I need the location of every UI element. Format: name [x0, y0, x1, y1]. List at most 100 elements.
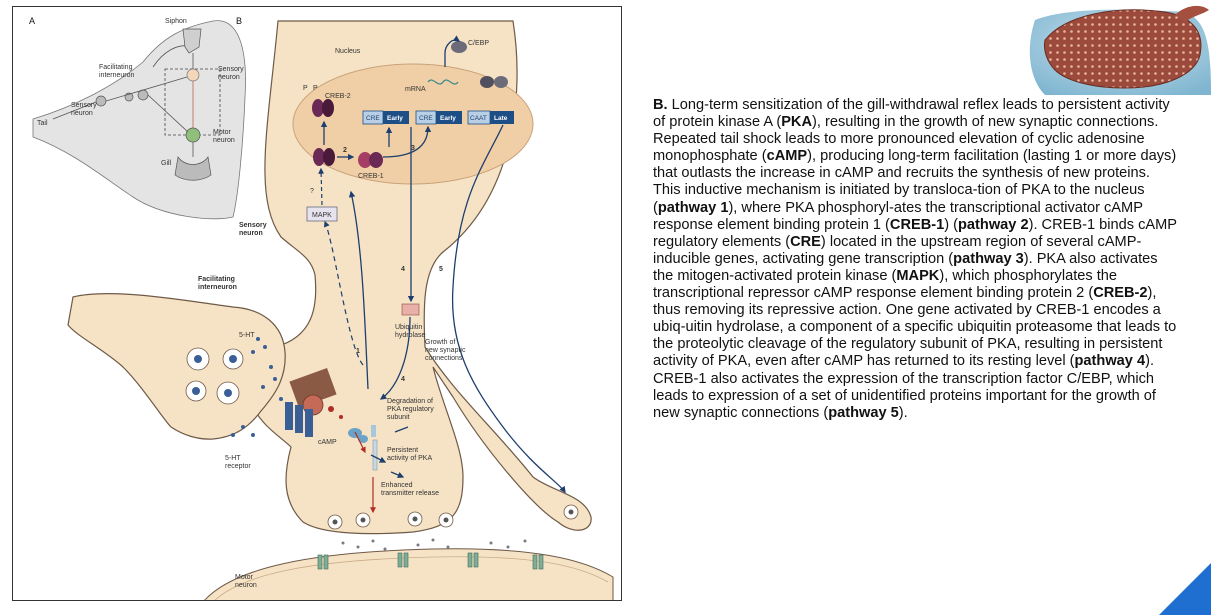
caption-segment: ), where PKA phosphoryl-ates the transcr… [653, 199, 1143, 233]
label-creb2: CREB-2 [325, 93, 351, 100]
label-pathway-3: 3 [411, 145, 415, 152]
label-degradation1: Degradation of [387, 398, 433, 405]
serotonin-molecules [231, 337, 283, 437]
label-pathway-5: 5 [439, 266, 443, 273]
label-caat: CAAT [470, 115, 487, 122]
label-early-2: Early [440, 115, 456, 122]
label-siphon: Siphon [165, 18, 187, 25]
caption-segment: pathway 4 [1074, 353, 1146, 370]
label-cre-1: CRE [366, 115, 380, 122]
caption-segment: pathway 3 [953, 250, 1024, 267]
label-facilitating-a1: Facilitating [99, 64, 133, 71]
label-motor-b2: neuron [235, 582, 257, 589]
label-sensory-left1: Sensory [71, 102, 97, 109]
caption-segment: ), which phosphorylates the transcriptio… [653, 267, 1118, 302]
dashed-mapk-arrow [323, 220, 364, 366]
cre-early-box-2 [415, 110, 462, 125]
caption-segment: ). CREB-1 binds cAMP regulatory elements… [653, 216, 1177, 250]
label-sensory-b2: neuron [239, 230, 263, 237]
caption-segment: ). PKA also activates the mitogen-activa… [653, 250, 1158, 284]
facilitating-interneuron-cell [67, 293, 286, 440]
pathway-arrows [320, 35, 566, 494]
caption-segment: MAPK [896, 267, 940, 284]
motor-neuron-cell [204, 548, 614, 600]
receptor-complex [285, 368, 343, 437]
caption-segment: cAMP [766, 148, 808, 165]
label-growth3: connections [425, 355, 463, 362]
caption-segment: PKA [781, 114, 812, 131]
label-5ht: 5-HT [239, 332, 255, 339]
figure-frame: A Siphon Facilitating interneuron Sensor… [12, 6, 622, 601]
label-facilitating-b1: Facilitating [198, 276, 235, 283]
panel-a-letter: A [29, 16, 35, 26]
caption-segment: Long-term sensitization of the gill-with… [653, 97, 1170, 131]
label-5ht-receptor1: 5-HT [225, 455, 241, 462]
label-late: Late [494, 115, 508, 122]
interneuron-vesicles [185, 347, 244, 405]
label-motor-b1: Motor [235, 574, 254, 581]
caption-segment: ) ( [944, 216, 959, 233]
label-sensory-a1: Sensory [218, 66, 244, 73]
caption-segment: ) located in the upstream region of seve… [653, 233, 1142, 267]
label-pathway-4b: 4 [401, 376, 405, 383]
label-mrna: mRNA [405, 86, 426, 93]
label-persistent2: activity of PKA [387, 455, 432, 462]
label-facilitating-b2: interneuron [198, 284, 237, 291]
label-sensory-b1: Sensory [239, 222, 267, 229]
caption-segment: ), resulting in the growth of new synapt… [653, 114, 1159, 165]
label-enhanced2: transmitter release [381, 490, 439, 497]
label-pathway-1: 1 [356, 348, 360, 355]
label-tail: Tail [37, 120, 48, 127]
label-gill: Gill [161, 160, 172, 167]
creb2-dimer [312, 99, 334, 117]
caption-segment: ). CREB-1 also activates the expression … [653, 353, 1156, 421]
label-sensory-left2: neuron [71, 110, 93, 117]
motor-receptors [317, 552, 544, 570]
ubiquitin-hydrolase-box [401, 303, 420, 316]
label-growth2: new synaptic [425, 347, 466, 354]
label-p2: P [313, 85, 318, 92]
label-cre-2: CRE [419, 115, 433, 122]
label-degradation3: subunit [387, 414, 410, 421]
label-sensory-a2: neuron [218, 74, 240, 81]
label-pathway-4a: 4 [401, 266, 405, 273]
mapk-box [306, 206, 338, 222]
panel-a-illustration [32, 20, 246, 220]
caption-segment: CREB-1 [889, 216, 945, 233]
caption-segment: pathway 5 [828, 404, 899, 421]
label-camp: cAMP [318, 439, 337, 446]
creb1-dimer [358, 152, 383, 168]
label-growth1: Growth of [425, 339, 455, 346]
caption-segment: ), producing long-term facilitation (las… [653, 148, 1177, 216]
panel-b-letter: B [236, 16, 242, 26]
red-camp-arrow [354, 431, 366, 454]
diagram-svg: A Siphon Facilitating interneuron Sensor… [29, 16, 614, 600]
label-ubiquitin1: Ubiquitin [395, 324, 422, 331]
caat-late-box [467, 110, 514, 125]
figure-caption: B. Long-term sensitization of the gill-w… [653, 97, 1178, 422]
label-nucleus: Nucleus [335, 48, 361, 55]
creb-bound-dimer [313, 148, 335, 166]
label-mapk: MAPK [312, 212, 332, 219]
caption-segment: pathway 2 [958, 216, 1029, 233]
caption-segment: ), thus removing its repressive action. … [653, 285, 1177, 370]
caption-segment: pathway 1 [657, 199, 729, 216]
label-early-1: Early [387, 115, 403, 122]
released-transmitter [341, 538, 527, 551]
label-p1: P [303, 85, 308, 92]
label-persistent1: Persistent [387, 447, 418, 454]
label-motor-a2: neuron [213, 137, 235, 144]
terminal-vesicles [327, 504, 579, 530]
caption-segment: CREB-2 [1093, 285, 1148, 302]
label-5ht-receptor2: receptor [225, 463, 251, 470]
label-question: ? [310, 188, 314, 195]
label-ubiquitin2: hydrolase [395, 332, 425, 339]
label-pathway-2: 2 [343, 147, 347, 154]
mrna-strand [427, 79, 459, 85]
caption-segment: ). [898, 404, 908, 421]
label-facilitating-a2: interneuron [99, 72, 135, 79]
cebp-dimer [451, 41, 508, 88]
cre-early-box-1 [362, 110, 409, 125]
label-motor-a1: Motor [213, 129, 232, 136]
caption-text: B. Long-term sensitization of the gill-w… [653, 97, 1178, 422]
